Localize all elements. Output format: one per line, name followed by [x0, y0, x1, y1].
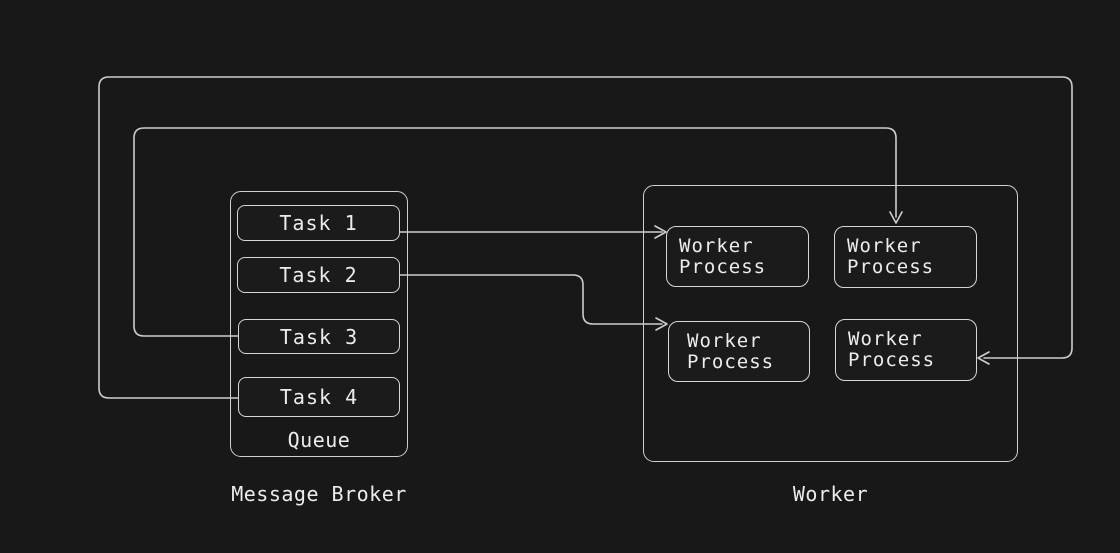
- worker-label: Worker: [792, 482, 869, 506]
- worker-process-node-1: Worker Process: [666, 226, 809, 287]
- worker-process-node-2: Worker Process: [834, 226, 977, 288]
- task-node-1: Task 1: [237, 205, 400, 241]
- task-node-3: Task 3: [238, 319, 400, 354]
- task-node-2: Task 2: [237, 257, 400, 293]
- message-broker-label: Message Broker: [231, 482, 407, 506]
- task-label: Task 3: [279, 324, 359, 349]
- worker-process-label: Worker Process: [848, 328, 936, 371]
- connector-task2-to-worker-process-3: [399, 274, 663, 325]
- worker-process-label: Worker Process: [847, 235, 935, 278]
- worker-process-node-4: Worker Process: [835, 319, 977, 381]
- task-label: Task 4: [279, 385, 359, 409]
- task-label: Task 2: [279, 263, 358, 287]
- task-node-4: Task 4: [238, 377, 400, 417]
- worker-process-node-3: Worker Process: [668, 321, 810, 382]
- task-label: Task 1: [279, 211, 358, 235]
- worker-process-label: Worker Process: [679, 235, 767, 278]
- queue-label: Queue: [287, 428, 351, 452]
- worker-process-label: Worker Process: [687, 330, 775, 373]
